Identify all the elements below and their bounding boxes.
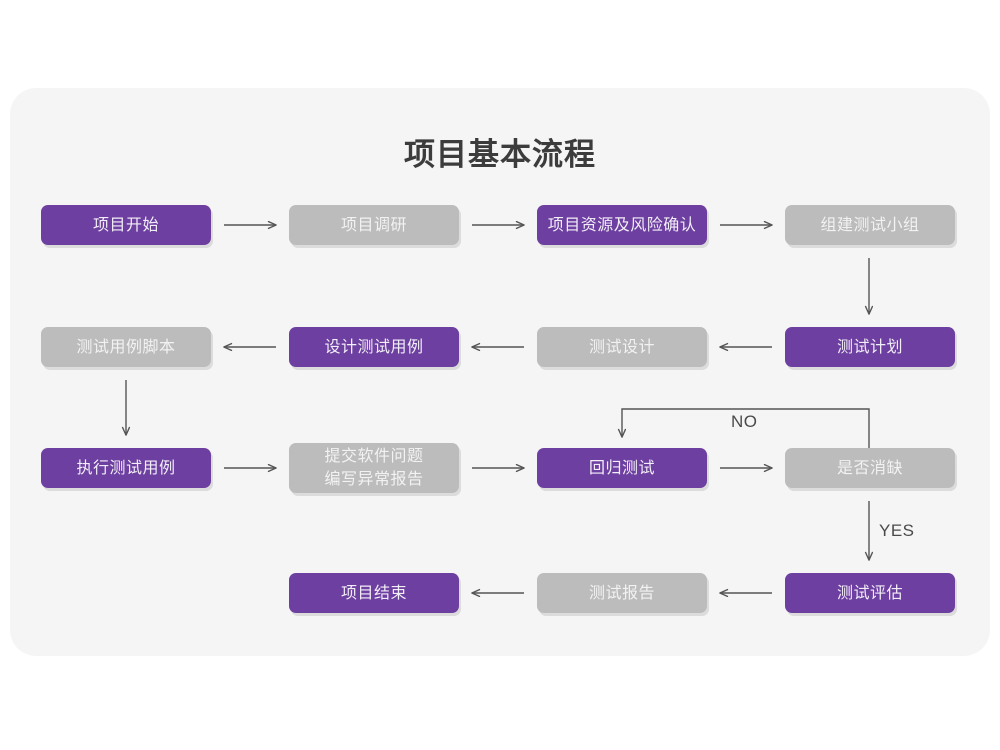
node-build-test-team[interactable]: 组建测试小组 <box>785 205 955 245</box>
edge-label-no: NO <box>731 412 758 431</box>
node-project-research[interactable]: 项目调研 <box>289 205 459 245</box>
edge-label-yes: YES <box>879 521 915 540</box>
node-test-case-script[interactable]: 测试用例脚本 <box>41 327 211 367</box>
node-defect-cleared[interactable]: 是否消缺 <box>785 448 955 488</box>
diagram-panel <box>10 88 990 656</box>
node-design-test-case[interactable]: 设计测试用例 <box>289 327 459 367</box>
node-regression-test[interactable]: 回归测试 <box>537 448 707 488</box>
node-execute-test-case[interactable]: 执行测试用例 <box>41 448 211 488</box>
node-resource-risk-confirm[interactable]: 项目资源及风险确认 <box>537 205 707 245</box>
node-project-end[interactable]: 项目结束 <box>289 573 459 613</box>
node-submit-bug-report[interactable]: 提交软件问题 编写异常报告 <box>289 443 459 493</box>
node-test-design[interactable]: 测试设计 <box>537 327 707 367</box>
node-test-evaluation[interactable]: 测试评估 <box>785 573 955 613</box>
page-title: 项目基本流程 <box>404 137 596 172</box>
node-test-plan[interactable]: 测试计划 <box>785 327 955 367</box>
node-test-report[interactable]: 测试报告 <box>537 573 707 613</box>
node-project-start[interactable]: 项目开始 <box>41 205 211 245</box>
